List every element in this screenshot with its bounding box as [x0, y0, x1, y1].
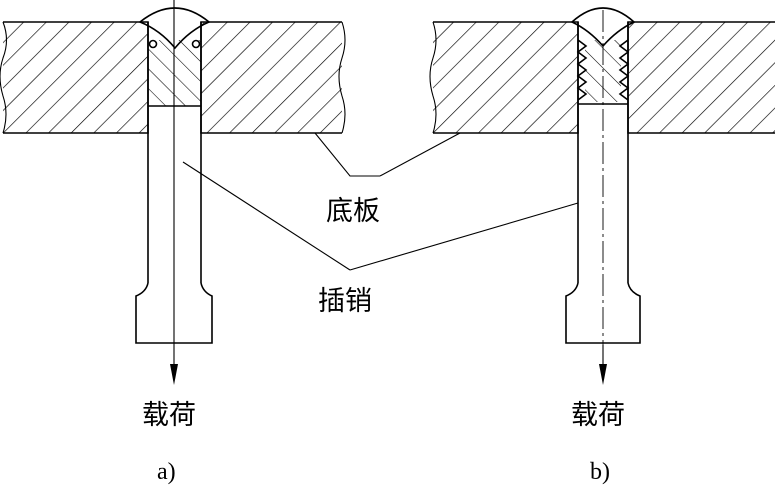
base-plate-b-left [429, 21, 579, 134]
caption-b: b) [590, 459, 610, 485]
figure-b: 载荷 b) [429, 7, 775, 485]
leader-lines [182, 132, 579, 271]
leader-pin-a [182, 161, 351, 271]
load-label-a: 载荷 [142, 400, 196, 431]
base-plate-a-right [200, 21, 346, 134]
leader-base-plate-a [314, 132, 380, 177]
arrowhead-down-icon [170, 364, 178, 385]
leader-pin-b [349, 202, 579, 271]
base-plate-b-right [627, 21, 775, 134]
load-label-b: 载荷 [571, 400, 625, 431]
figure-a: 载荷 a) [0, 0, 346, 485]
pin-label: 插销 [318, 286, 372, 317]
caption-a: a) [157, 459, 176, 485]
base-plate-a-left [0, 21, 149, 134]
load-arrow-b [599, 10, 607, 385]
load-arrow-a [170, 0, 178, 385]
base-plate-label: 底板 [326, 196, 380, 227]
leader-base-plate-b [379, 132, 461, 177]
arrowhead-down-icon [599, 364, 607, 385]
